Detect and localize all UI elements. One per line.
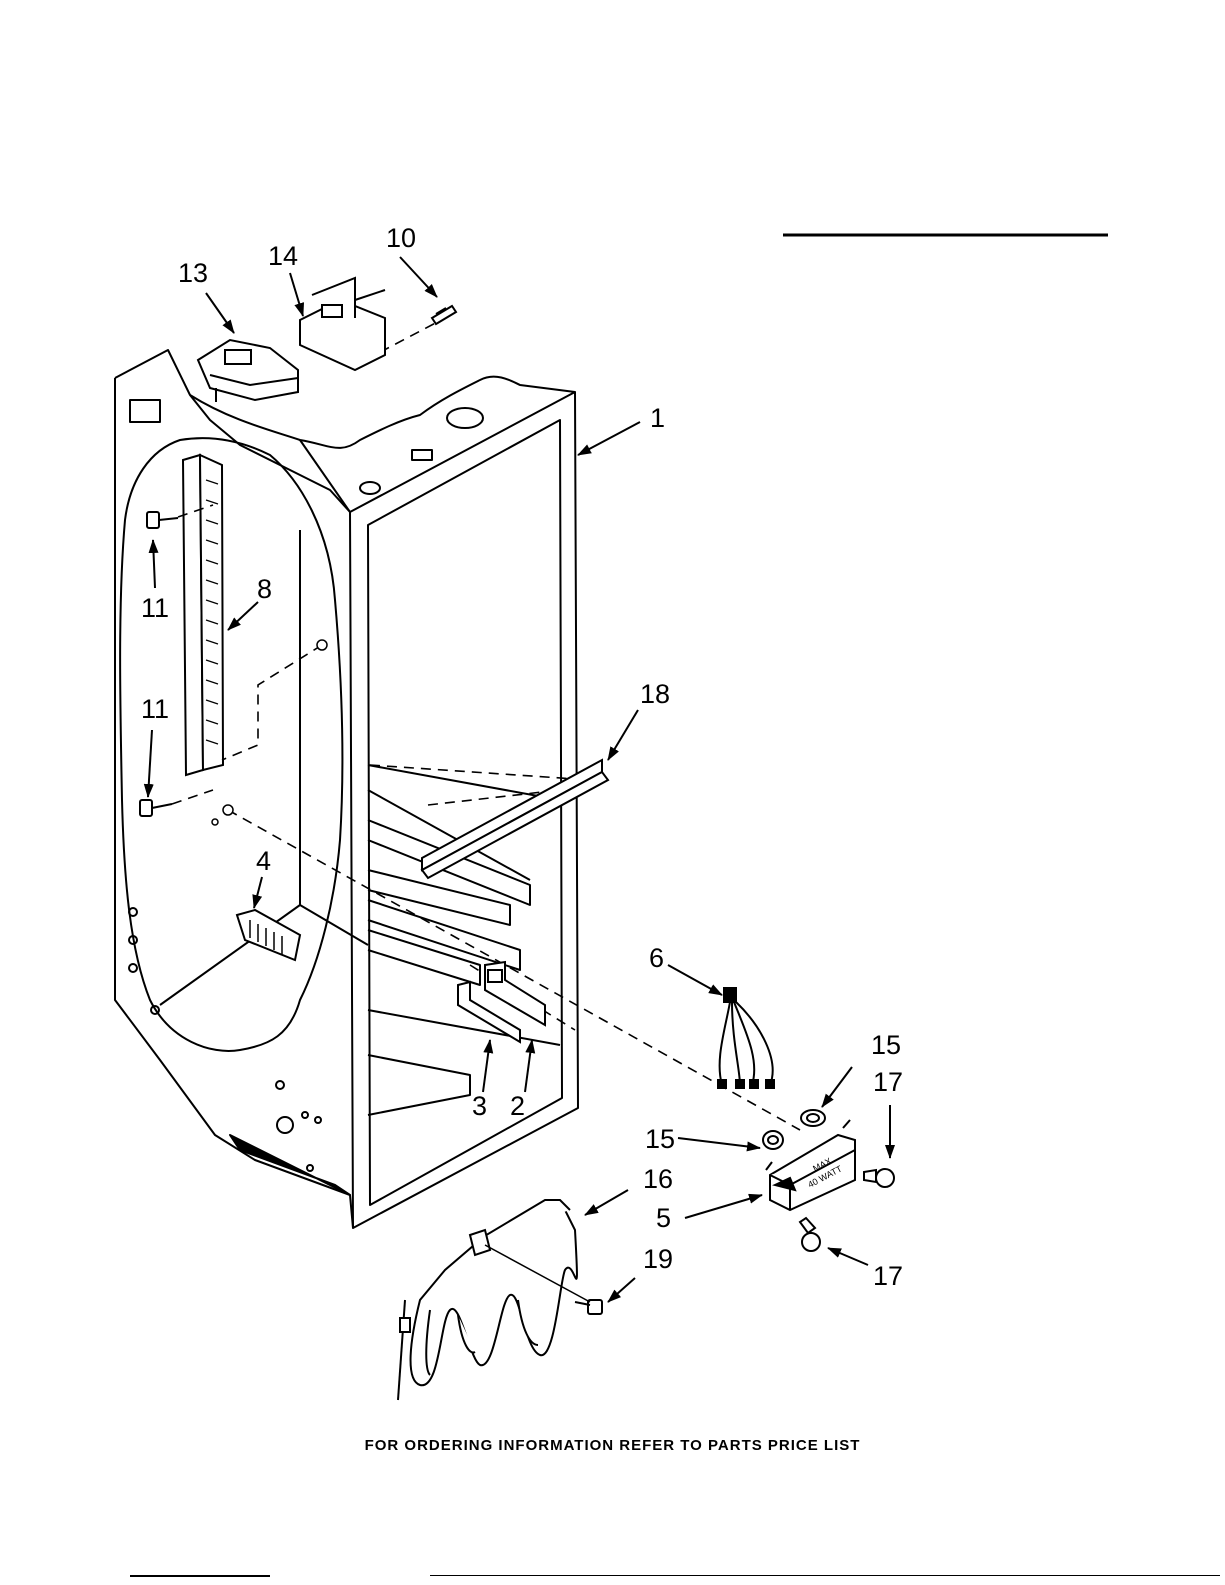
callout-4: 4 xyxy=(256,846,271,876)
screw-part-10 xyxy=(432,306,456,324)
callout-18: 18 xyxy=(640,679,670,709)
screw-part-19 xyxy=(575,1300,602,1314)
callout-11-lower: 11 xyxy=(141,694,169,724)
ordering-info-footer: FOR ORDERING INFORMATION REFER TO PARTS … xyxy=(0,1437,1225,1454)
clip-part-15-upper xyxy=(801,1110,825,1126)
callout-16: 16 xyxy=(643,1164,673,1194)
bottom-edge-strip xyxy=(130,1575,270,1577)
callout-14: 14 xyxy=(268,241,298,271)
callout-2: 2 xyxy=(510,1091,525,1121)
bottom-edge-strip-right xyxy=(430,1575,1220,1576)
callout-15-upper: 15 xyxy=(871,1030,901,1060)
bracket-part-14 xyxy=(300,278,385,370)
screw-part-11-upper xyxy=(147,512,178,528)
callout-1: 1 xyxy=(650,403,665,433)
callout-5: 5 xyxy=(656,1203,671,1233)
callout-17-lower: 17 xyxy=(873,1261,903,1291)
callout-13: 13 xyxy=(178,258,208,288)
callout-17-upper: 17 xyxy=(873,1067,903,1097)
clip-part-15-lower xyxy=(763,1131,783,1149)
wiring-harness-part-6 xyxy=(718,988,774,1088)
callout-10: 10 xyxy=(386,223,416,253)
callout-19: 19 xyxy=(643,1244,673,1274)
screw-part-11-lower xyxy=(140,800,172,816)
callout-6: 6 xyxy=(649,943,664,973)
control-housing-part-13 xyxy=(198,340,298,402)
callout-3: 3 xyxy=(472,1091,487,1121)
callout-8: 8 xyxy=(257,574,272,604)
defrost-heater-part-16 xyxy=(398,1200,577,1400)
push-pin-part-17-lower xyxy=(800,1218,820,1251)
callout-11-upper: 11 xyxy=(141,593,169,623)
grille-part-4 xyxy=(237,910,300,960)
shelf-rail-part-8 xyxy=(183,455,223,775)
push-pin-part-17-upper xyxy=(864,1169,894,1187)
callout-15-lower: 15 xyxy=(645,1124,675,1154)
